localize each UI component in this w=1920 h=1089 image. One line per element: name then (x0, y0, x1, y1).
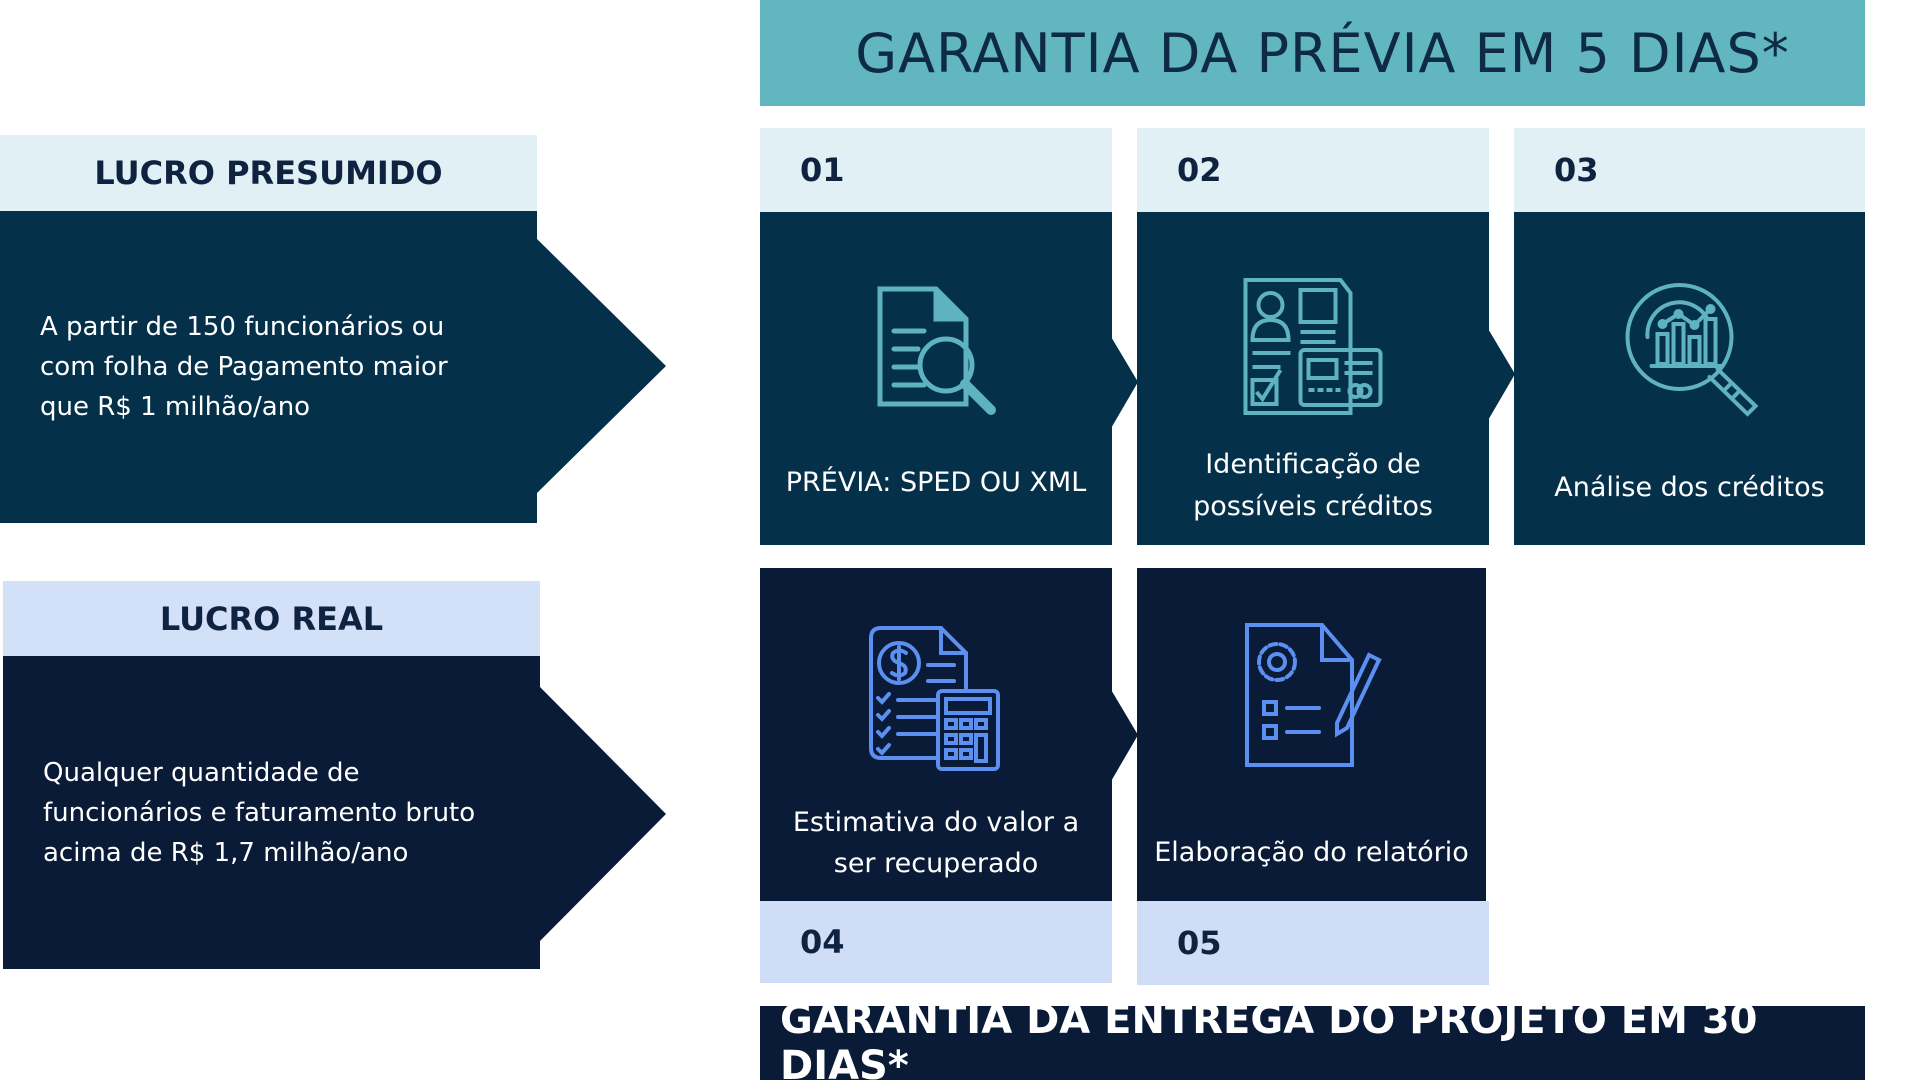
description-line: A partir de 150 funcionários ou (40, 312, 445, 342)
step-card-02: Identificação de possíveis créditos (1137, 212, 1489, 545)
description-line: acima de R$ 1,7 milhão/ano (43, 837, 409, 868)
step-label: Análise dos créditos (1554, 472, 1825, 503)
lucro-presumido-description: A partir de 150 funcionários ou com folh… (0, 211, 537, 523)
step-label: PRÉVIA: SPED OU XML (785, 467, 1087, 498)
step-label: Estimativa do valor a (792, 807, 1080, 838)
step-connector-arrow (1487, 327, 1515, 422)
step-label: possíveis créditos (1193, 491, 1433, 522)
lucro-real-arrow-shape (3, 656, 666, 969)
description-line: funcionários e faturamento bruto (43, 797, 476, 828)
step-card-01: PRÉVIA: SPED OU XML (760, 212, 1112, 545)
step-number: 03 (1514, 128, 1865, 212)
step-label: Elaboração do relatório (1154, 837, 1469, 868)
step-card-05: Elaboração do relatório (1137, 568, 1486, 901)
step-card-04: Estimativa do valor a ser recuperado (760, 568, 1112, 901)
project-delivery-guarantee-banner: GARANTIA DA ENTREGA DO PROJETO EM 30 DIA… (760, 997, 1865, 1089)
lucro-real-header: LUCRO REAL (3, 581, 540, 656)
description-line: com folha de Pagamento maior (40, 352, 448, 382)
chart-magnifier-icon (1625, 283, 1758, 417)
step-connector-arrow (1110, 335, 1138, 430)
step-number: 02 (1137, 128, 1489, 212)
lucro-real-description: Qualquer quantidade de funcionários e fa… (3, 656, 540, 969)
step-number: 05 (1137, 901, 1489, 985)
step-card-03: Análise dos créditos (1514, 212, 1865, 545)
lucro-presumido-arrow-shape (0, 211, 666, 523)
step-label: ser recuperado (833, 848, 1039, 879)
description-line: Qualquer quantidade de (43, 757, 360, 788)
invoice-calculator-icon (869, 626, 1000, 771)
step-number: 01 (760, 128, 1112, 212)
description-line: que R$ 1 milhão/ano (40, 392, 311, 422)
document-search-icon (877, 286, 996, 415)
report-gear-pencil-icon (1244, 623, 1382, 767)
step-label: Identificação de (1205, 449, 1421, 480)
preview-guarantee-banner: GARANTIA DA PRÉVIA EM 5 DIAS* (760, 0, 1865, 106)
step-connector-arrow (1110, 688, 1138, 783)
lucro-presumido-header: LUCRO PRESUMIDO (0, 135, 537, 211)
step-number: 04 (760, 901, 1112, 983)
profile-card-checklist-icon (1243, 278, 1383, 415)
